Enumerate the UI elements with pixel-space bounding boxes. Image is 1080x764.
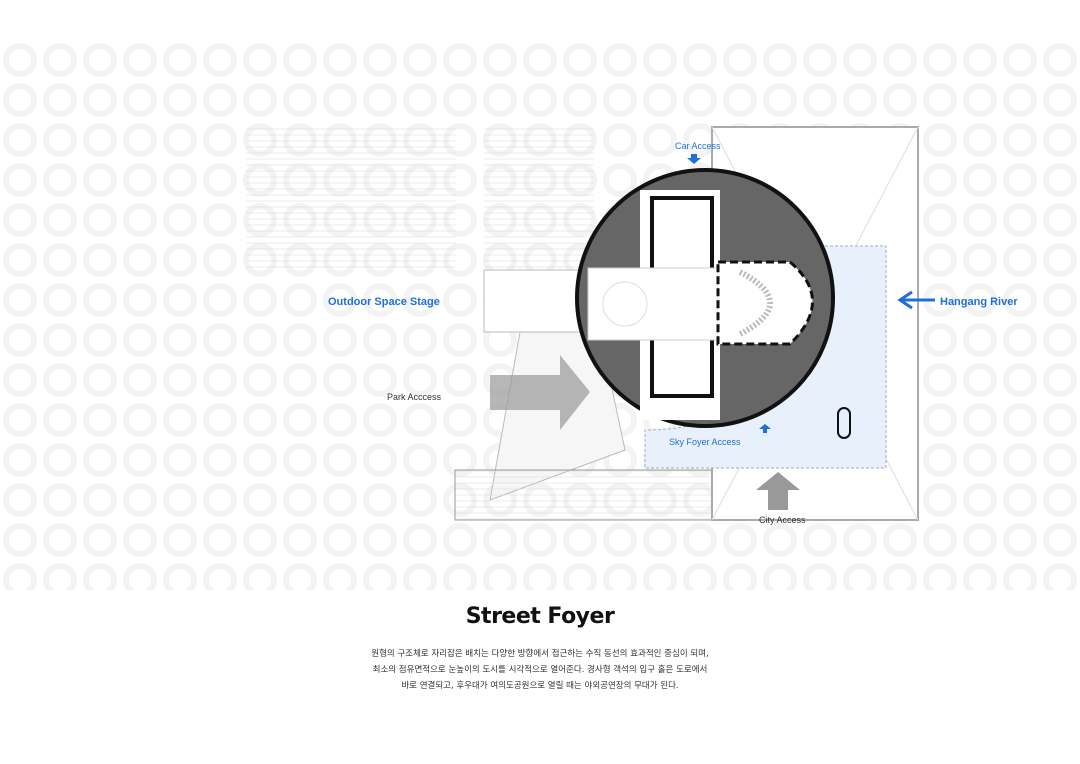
description-line: 원형의 구조체로 자리잡은 배치는 다양한 방향에서 접근하는 수직 동선의 효… <box>371 649 709 659</box>
center-hall <box>587 267 719 341</box>
hangang-river-label: Hangang River <box>940 296 1018 308</box>
park-wedge <box>489 331 626 501</box>
sky-foyer-arrow <box>759 424 771 433</box>
bleachers-right <box>484 128 594 268</box>
park-access-arrow <box>490 355 590 430</box>
access-arrows <box>490 154 935 510</box>
outdoor-space-stage-label: Outdoor Space Stage <box>328 296 440 308</box>
site-plan <box>0 40 1080 590</box>
auditorium <box>716 260 814 346</box>
car-access-label: Car Access <box>675 141 721 151</box>
hangang-arrow <box>897 290 935 310</box>
page-title: Street Foyer <box>465 604 615 629</box>
park-access-label: Park Acccess <box>387 392 442 402</box>
sky-foyer-access-label: Sky Foyer Access <box>669 437 741 447</box>
description-line: 바로 연결되고, 후우대가 여의도공원으로 열릴 때는 야외공연장의 무대가 된… <box>401 681 679 691</box>
stairs-bottom <box>454 469 724 521</box>
city-access-arrow <box>756 472 800 510</box>
description: 원형의 구조체로 자리잡은 배치는 다양한 방향에서 접근하는 수직 동선의 효… <box>0 646 1080 694</box>
description-line: 최소의 점유면적으로 눈높이의 도시를 시각적으로 열어준다. 경사형 객석의 … <box>372 665 708 675</box>
car-access-arrow <box>687 154 701 164</box>
bleachers-left <box>246 128 456 268</box>
city-access-label: City Access <box>759 515 806 525</box>
